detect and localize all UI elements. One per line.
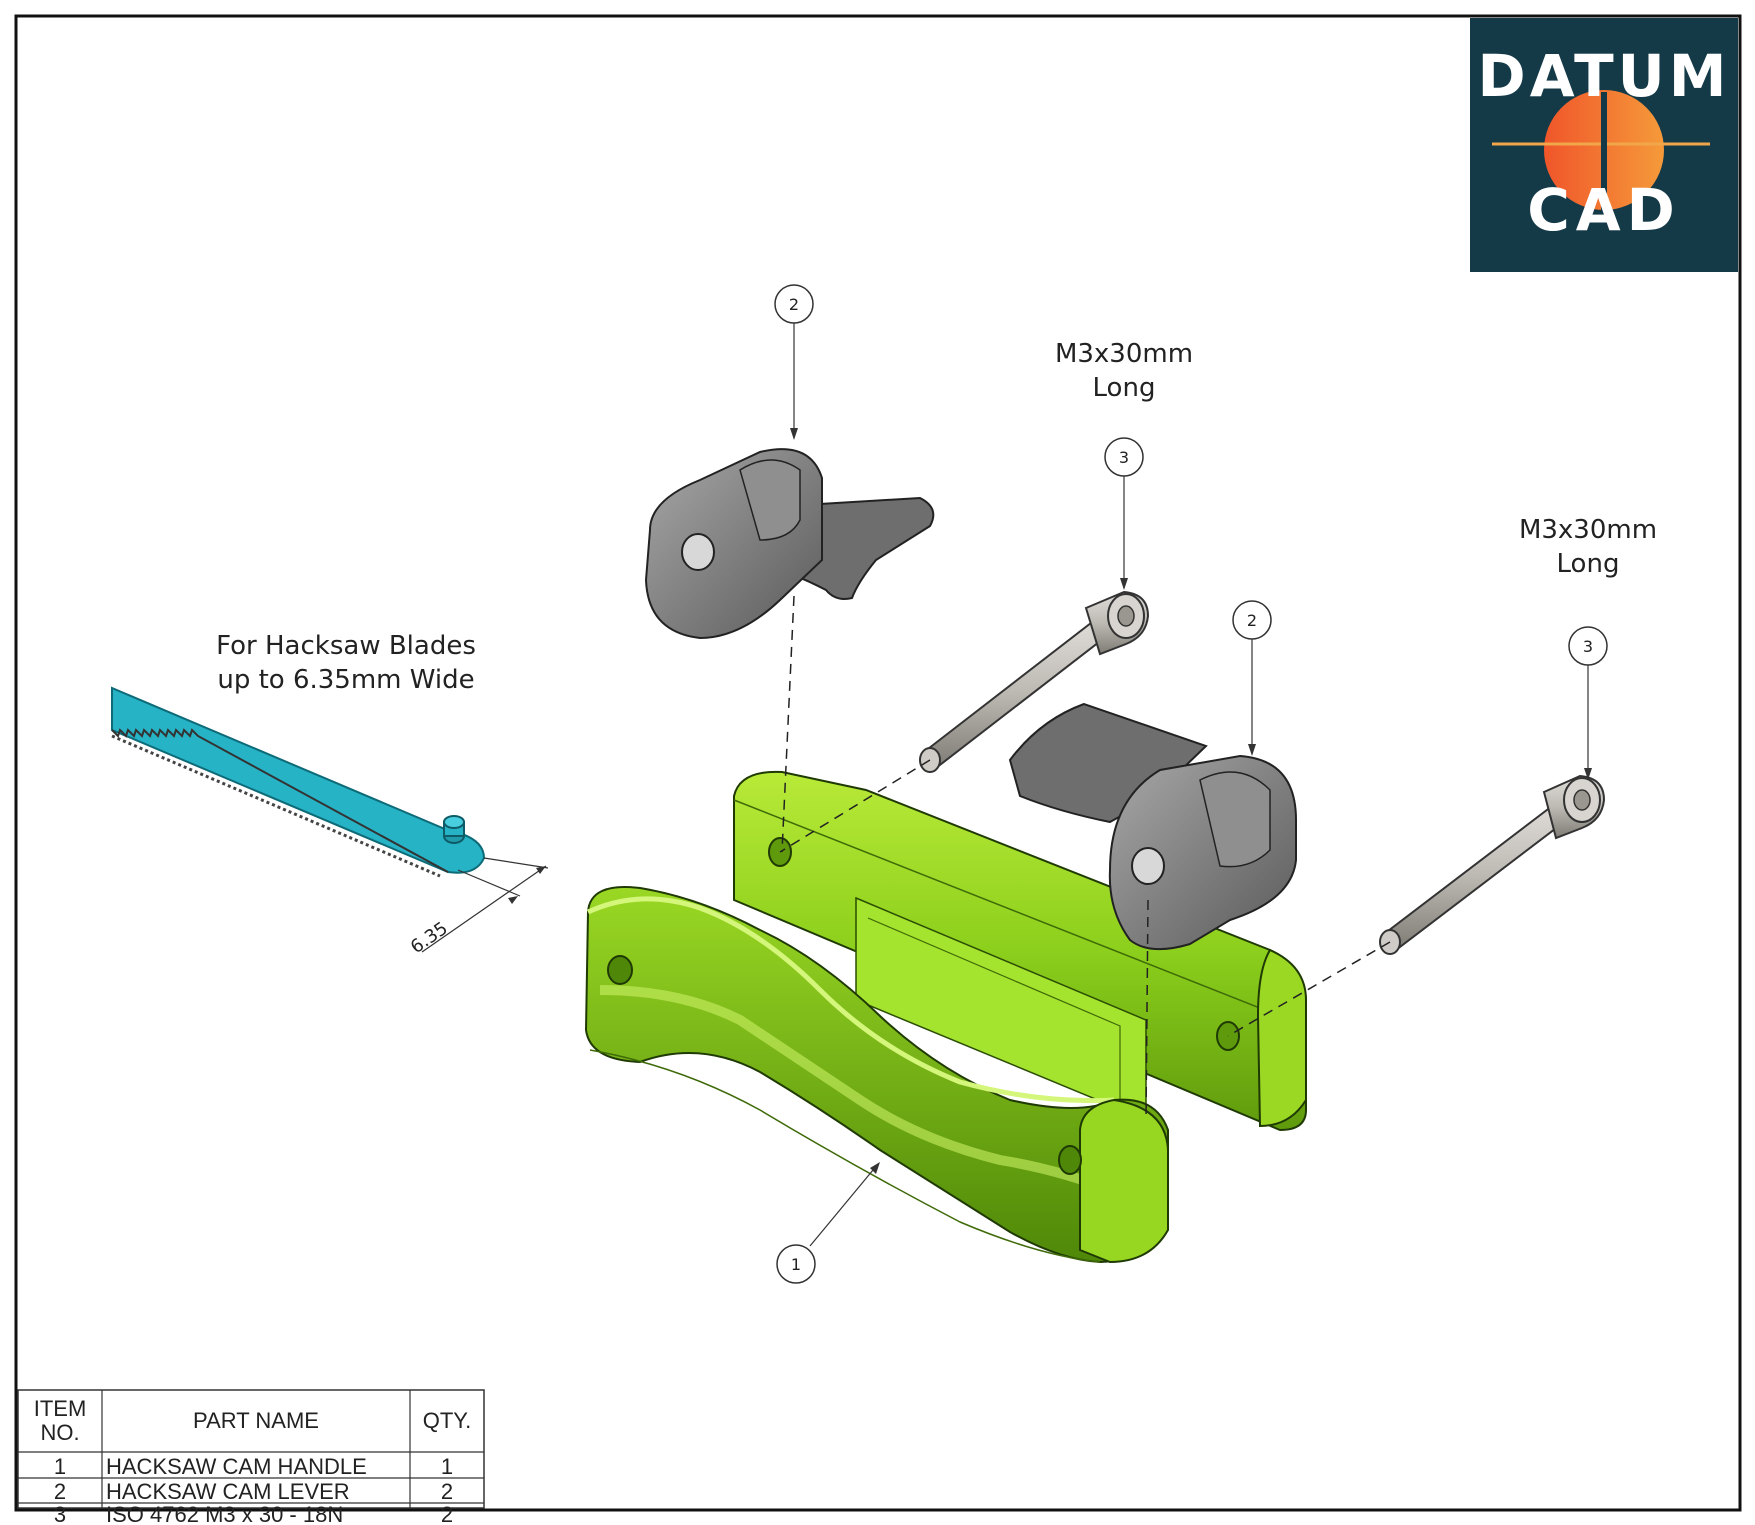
lever-right-hole bbox=[1131, 847, 1165, 885]
bom-row3-item: 3 bbox=[54, 1502, 66, 1525]
screw-note-right-line2: Long bbox=[1557, 549, 1620, 579]
bom-header-item-line1: ITEM bbox=[34, 1396, 87, 1421]
lever-top-hole bbox=[681, 533, 715, 571]
logo-line2: CAD bbox=[1527, 176, 1681, 244]
balloon-screw-left-label: 3 bbox=[1119, 448, 1129, 467]
handle-hole-front-left bbox=[607, 955, 633, 985]
blade-note-line1: For Hacksaw Blades bbox=[216, 631, 476, 661]
hacksaw-cam-lever-top bbox=[644, 448, 935, 640]
dimension-value: 6.35 bbox=[407, 918, 452, 958]
bom-header-part: PART NAME bbox=[193, 1408, 319, 1433]
blade-body bbox=[111, 686, 486, 874]
screw-right bbox=[1379, 774, 1606, 955]
blade-teeth bbox=[111, 728, 449, 873]
handle-end-cap bbox=[1079, 1098, 1169, 1264]
hacksaw-cam-lever-right bbox=[1008, 702, 1297, 951]
balloon-lever-right: 2 bbox=[1232, 600, 1272, 756]
screw-note-right-line1: M3x30mm bbox=[1519, 515, 1657, 545]
balloon-screw-right: 3 bbox=[1568, 626, 1608, 780]
bom-row1-item: 1 bbox=[54, 1454, 66, 1479]
bom-header-qty: QTY. bbox=[423, 1408, 472, 1433]
balloon-lever-right-label: 2 bbox=[1247, 611, 1257, 630]
screw-right-shank bbox=[1382, 798, 1574, 952]
bom-header-item-line2: NO. bbox=[40, 1420, 79, 1445]
screw-left bbox=[919, 590, 1150, 773]
balloon-handle-label: 1 bbox=[791, 1255, 801, 1274]
hacksaw-cam-handle bbox=[584, 770, 1307, 1264]
bom-row3-qty: 2 bbox=[441, 1502, 453, 1525]
balloon-screw-left: 3 bbox=[1104, 437, 1144, 590]
datum-cad-logo: DATUM CAD bbox=[1470, 18, 1738, 272]
bom-row2-item: 2 bbox=[54, 1479, 66, 1504]
balloon-screw-right-label: 3 bbox=[1583, 637, 1593, 656]
balloon-handle: 1 bbox=[776, 1162, 880, 1284]
bom-row2-qty: 2 bbox=[441, 1479, 453, 1504]
screw-note-left-line2: Long bbox=[1093, 373, 1156, 403]
assembly-lines bbox=[779, 595, 1391, 1121]
sheet-border bbox=[14, 14, 1742, 1512]
screw-note-left-line1: M3x30mm bbox=[1055, 339, 1193, 369]
bom-row2-part: HACKSAW CAM LEVER bbox=[106, 1479, 350, 1504]
bom-row3-part: ISO 4762 M3 x 30 - 18N bbox=[106, 1502, 343, 1525]
handle-hole-front-right bbox=[1058, 1145, 1082, 1175]
width-dimension: 6.35 bbox=[407, 857, 549, 958]
logo-line1: DATUM bbox=[1478, 42, 1731, 110]
hacksaw-blade bbox=[111, 686, 486, 878]
bom-row1-part: HACKSAW CAM HANDLE bbox=[106, 1454, 367, 1479]
bom-table: ITEM NO. PART NAME QTY. 1 HACKSAW CAM HA… bbox=[17, 1389, 485, 1525]
bom-row1-qty: 1 bbox=[441, 1454, 453, 1479]
balloon-lever-top-label: 2 bbox=[789, 295, 799, 314]
blade-note-line2: up to 6.35mm Wide bbox=[217, 665, 474, 695]
balloon-lever-top: 2 bbox=[774, 284, 814, 440]
